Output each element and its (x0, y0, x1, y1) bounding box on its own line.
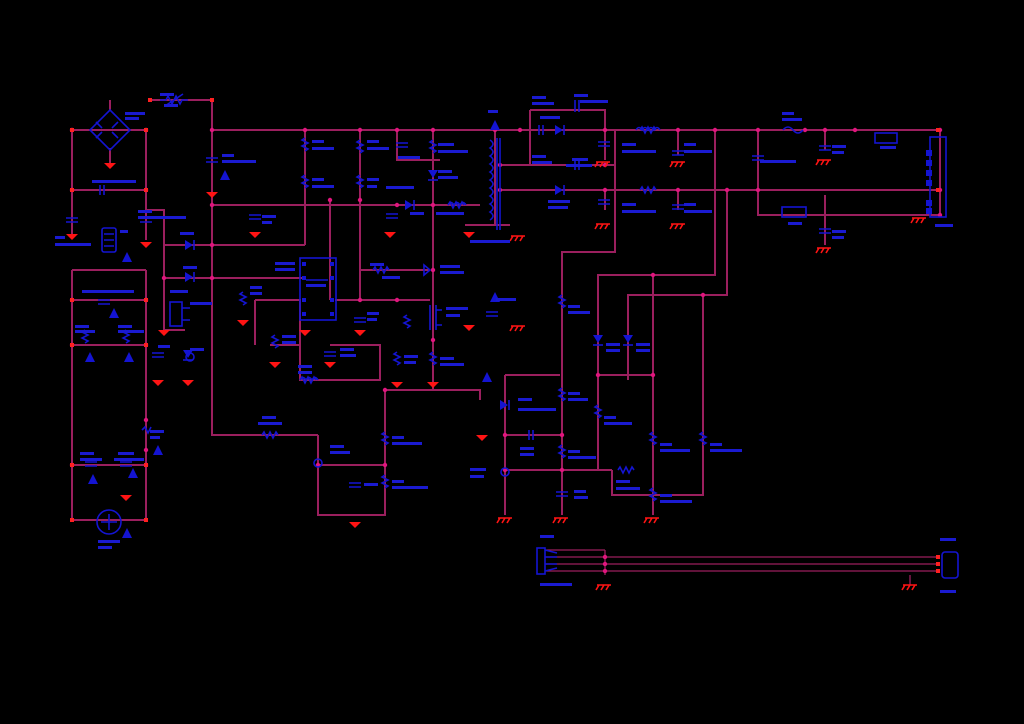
fuse-icon (782, 126, 804, 134)
mosfet-icon (423, 263, 442, 330)
wire-network (71, 99, 941, 585)
inductor-icons (299, 126, 661, 382)
signal-connector-icon (536, 547, 959, 579)
component-label-marks (55, 93, 956, 593)
bridge-rectifier-icon (88, 108, 132, 152)
ic-chip-icon (299, 257, 337, 321)
connector-icon (926, 136, 947, 218)
capacitor-icons (66, 141, 831, 497)
transformer-icon (101, 227, 117, 253)
transformer-main-icon (488, 138, 501, 230)
regulator-icons (781, 132, 898, 218)
ac-inlet-icon (96, 509, 122, 535)
ground-icon-set (66, 159, 926, 591)
transistor-icons (185, 352, 510, 477)
diode-icons (183, 125, 633, 410)
pin-markers (70, 98, 940, 573)
components (66, 93, 959, 579)
optocoupler-icon (169, 301, 190, 327)
zener-icons (85, 120, 500, 538)
